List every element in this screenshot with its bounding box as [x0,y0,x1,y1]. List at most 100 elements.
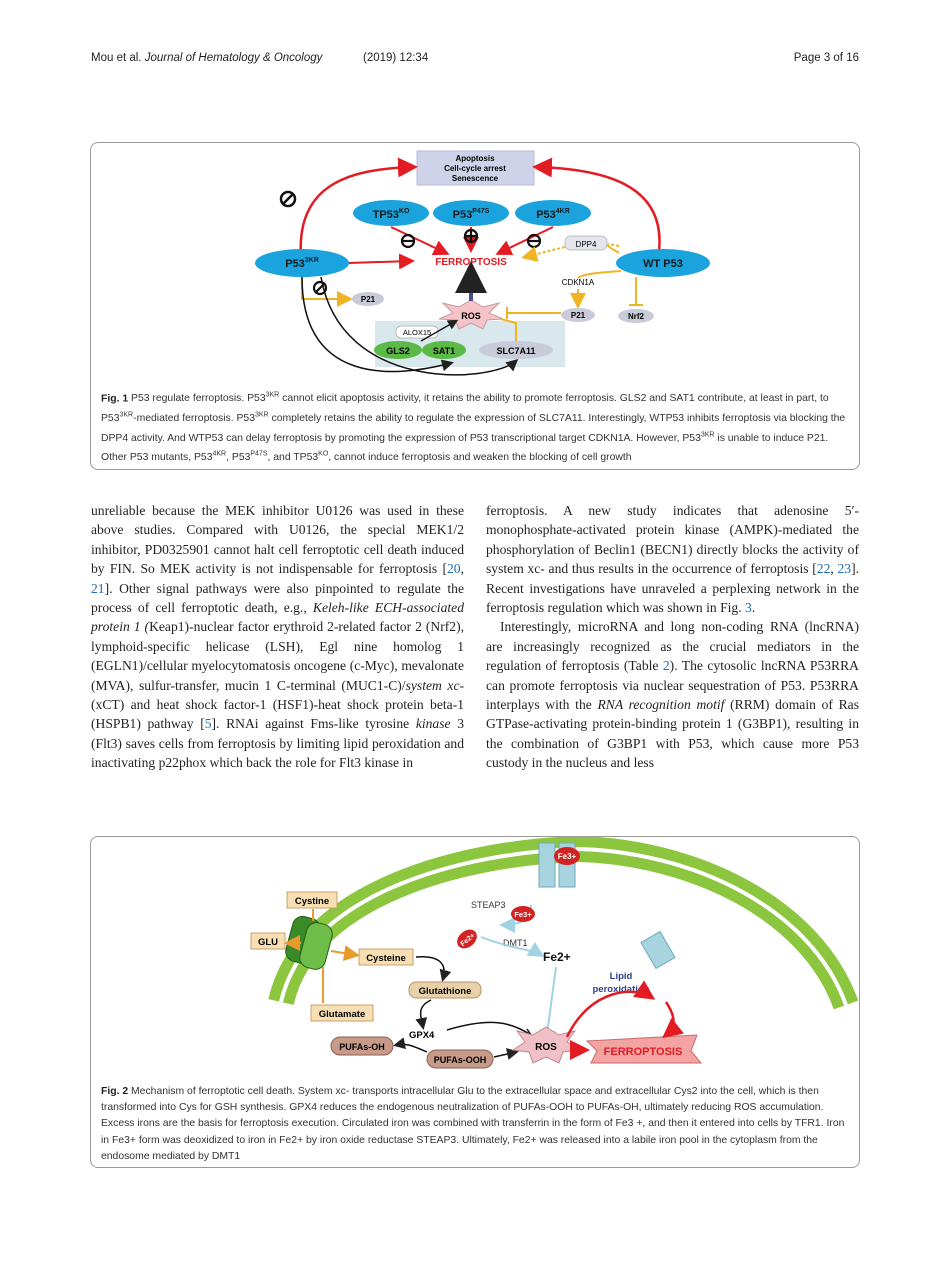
arrow-wt-p53-to-apoptosis [532,157,661,252]
fe2-small-node [457,929,477,949]
body-text: ferroptosis. A new study indicates that … [486,503,859,577]
cysteine-label: Cysteine [366,953,406,964]
glutathione-label: Glutathione [419,986,472,997]
inhibition-symbol-p53-p47s [463,228,479,244]
citation-link[interactable]: 20 [447,561,461,577]
fe3-top-label: Fe3+ [558,852,577,861]
running-header-citation: Mou et al. Journal of Hematology & Oncol… [91,52,322,64]
figure-2-caption-label: Fig. 2 [101,1086,129,1097]
body-text: ]. Recent investigations have unraveled … [486,561,859,616]
body-paragraph: Interestingly, microRNA and long non-cod… [486,617,859,772]
body-text: . [751,600,756,616]
body-text: ). The cytosolic lncRNA P53RRA can promo… [486,658,859,713]
gls2-node [374,341,422,359]
header-authors: Mou et al. [91,52,142,64]
arrow-pufas-ooh-to-oh [393,1037,428,1053]
p21-right-node [561,308,595,322]
glutathione-box [408,981,482,999]
arrow-p53-3kr-to-slc7a11 [320,276,519,376]
inhibition-symbol-tp53-ko [400,233,416,249]
figure-link[interactable]: 3 [745,600,752,616]
figure-1-diagram: Apoptosis Cell-cycle arrest Senescence T… [255,150,710,376]
ros-label: ROS [461,311,481,321]
membrane-midline [279,846,848,1006]
pufas-ooh-label: PUFAs-OOH [434,1055,487,1065]
lipid-label: Lipid [610,971,633,982]
nrf2-label: Nrf2 [628,312,645,321]
body-text-italic: system xc- [405,677,465,693]
pufas-ooh-node [426,1049,494,1069]
arrow-p53-3kr-to-apoptosis [299,157,418,258]
body-text: unreliable because the MEK inhibitor U01… [91,503,464,577]
cystine-box [286,891,338,909]
sat1-node [422,341,466,359]
dpp4-node [564,235,608,251]
dpp4-label: DPP4 [576,240,597,249]
gpx4-label: GPX4 [409,1030,435,1041]
cystine-label: Cystine [295,896,329,907]
peroxidation-label: peroxidation [592,984,649,995]
p21-left-label: P21 [361,295,376,304]
senescence-label: Senescence [452,174,499,183]
wt-p53-node [616,249,710,277]
slc7a11-label: SLC7A11 [496,346,535,356]
p53-4kr-label: P534KR [536,208,570,221]
arrow-p53-3kr-to-ferroptosis [348,253,415,270]
fe3-label: Fe3+ [514,910,532,919]
body-text: (RRM) domain of Ras GTPase-activating pr… [486,697,860,771]
fe3-node [511,906,535,922]
citation-link[interactable]: 22 [816,561,831,577]
ferroptosis-label: FERROPTOSIS [604,1046,683,1058]
figure-1-caption: Fig. 1 P53 regulate ferroptosis. P533KR … [101,388,847,467]
body-column-left: unreliable because the MEK inhibitor U01… [91,501,464,773]
sat1-label: SAT1 [433,346,455,356]
ros-burst [438,299,504,330]
body-paragraph: ferroptosis. A new study indicates that … [486,501,859,617]
system-xc-transporter-2 [299,922,333,970]
p53-p47s-label: P53P47S [453,208,490,221]
citation-link[interactable]: 5 [204,716,212,732]
arrow-gls2-sat1-to-ros [420,319,459,342]
ferroptosis-node [585,1034,703,1064]
cell-cycle-arrest-label: Cell-cycle arrest [444,164,506,173]
arrow-dpp4-to-ferroptosis [521,246,566,262]
body-text: Keap1)-nuclear factor erythroid 2-relate… [91,619,464,693]
glu-label: GLU [258,937,278,948]
body-text-italic: RNA recognition motif [597,697,725,713]
steap3-label: STEAP3 [471,900,506,910]
arrow-lipid-to-ferroptosis [662,1001,684,1039]
figure-2-caption: Fig. 2 Mechanism of ferroptotic cell dea… [101,1084,847,1165]
table-link[interactable]: 2 [662,658,670,674]
tp53-ko-label: TP53KO [373,208,410,221]
header-journal: Journal of Hematology & Oncology [144,52,323,64]
gls2-label: GLS2 [386,346,410,356]
pufas-oh-node [330,1036,394,1056]
dpp4-link [608,243,620,247]
figure-1: Apoptosis Cell-cycle arrest Senescence T… [90,142,860,470]
citation-link[interactable]: 21 [91,580,105,596]
arrow-to-cysteine [330,945,360,962]
figure-2-caption-text: Mechanism of ferroptotic cell death. Sys… [101,1086,845,1162]
body-paragraph: unreliable because the MEK inhibitor U01… [91,501,464,773]
body-text: ]. Other signal pathways were also pinpo… [91,580,464,616]
body-text: (xCT) and heat shock factor-1 (HSF1)-hea… [91,697,464,732]
glutamate-box [310,1004,374,1022]
dmt1-label: DMT1 [503,938,528,948]
figure-2: Fe3+ STEAP3 Fe3+ Fe2+ DMT1 Fe2+ Cystine … [90,836,860,1168]
gpx4-inhibits-ros [446,1021,532,1036]
wt-p53-dpp4-inhibit [607,243,620,254]
figure-1-caption-label: Fig. 1 [101,393,129,405]
tp53-ko-node [353,200,429,226]
arrow-ros-to-lipid-peroxidation [565,980,656,1038]
arrow-tp53-ko-to-ferroptosis [390,226,450,256]
ion-channel [640,930,676,970]
citation-link[interactable]: 23 [837,561,852,577]
apoptosis-box [416,150,535,186]
fe2-label: Fe2+ [543,950,571,964]
body-text-italic: Keleh-like ECH-associated protein 1 ( [91,600,464,635]
arrow-pufas-ooh-to-ros [493,1048,519,1060]
body-text-italic: kinase [415,716,451,732]
inhibition-symbol-apoptosis [279,190,297,208]
transferrin-receptor [538,842,556,888]
wt-p53-label: WT P53 [643,258,683,270]
